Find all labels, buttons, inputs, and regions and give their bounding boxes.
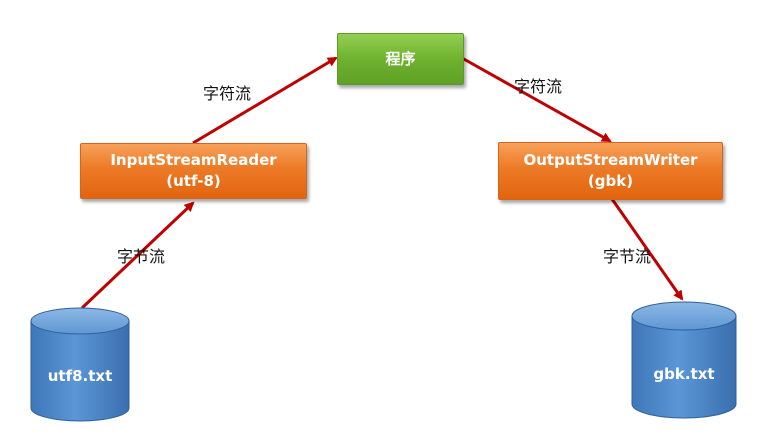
- edge-label-writer-to-file: 字节流: [603, 247, 652, 266]
- output-stream-writer-node: OutputStreamWriter (gbk): [498, 142, 723, 200]
- target-file-cylinder: gbk.txt: [631, 301, 737, 419]
- program-node: 程序: [337, 33, 464, 85]
- edge-label-program-to-writer: 字符流: [514, 77, 563, 96]
- target-file-label: gbk.txt: [653, 365, 714, 383]
- input-stream-reader-node: InputStreamReader (utf-8): [80, 143, 307, 199]
- edge-label-reader-to-program: 字符流: [203, 84, 252, 103]
- source-file-cylinder: utf8.txt: [30, 307, 130, 422]
- edge-label-file-to-reader: 字节流: [117, 247, 166, 266]
- arrow-reader-to-program: [192, 56, 338, 145]
- arrow-program-to-writer: [461, 56, 612, 143]
- source-file-label: utf8.txt: [48, 367, 113, 385]
- writer-line2: (gbk): [587, 172, 634, 190]
- reader-line2: (utf-8): [166, 172, 221, 190]
- reader-line1: InputStreamReader: [110, 151, 277, 169]
- arrow-writer-to-file: [610, 198, 684, 301]
- writer-line1: OutputStreamWriter: [523, 151, 698, 169]
- arrow-file-to-reader: [80, 201, 195, 310]
- program-label: 程序: [385, 49, 416, 68]
